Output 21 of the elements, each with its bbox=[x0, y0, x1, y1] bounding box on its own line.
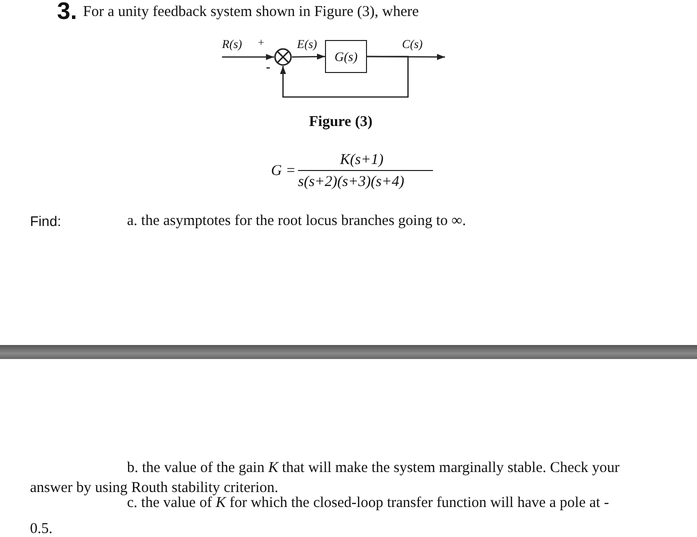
equation-denominator: s(s+2)(s+3)(s+4) bbox=[298, 173, 404, 191]
edge-label: E(s) bbox=[297, 37, 317, 51]
arrow bbox=[280, 56, 409, 98]
plus-sign: + bbox=[258, 37, 264, 49]
question-part: c. the value of K for which the closed-loop transfer function will have a pole at - 0.5. bbox=[30, 495, 610, 537]
find-label: Find: bbox=[30, 212, 62, 230]
summing-junction bbox=[274, 48, 292, 66]
edge-label: C(s) bbox=[402, 37, 423, 51]
figure-caption: Figure (3) bbox=[309, 113, 372, 131]
block-label: G(s) bbox=[334, 48, 358, 66]
edge-label: R(s) bbox=[222, 37, 242, 51]
equation-lhs: G = bbox=[271, 162, 296, 180]
minus-sign: - bbox=[266, 60, 270, 74]
question-part: b. the value of the gain K that will make the system marginally stable. Check your answer by using Routh stability criterion. bbox=[30, 459, 621, 496]
question-part: a. the asymptotes for the root locus branches going to ∞. bbox=[127, 212, 466, 230]
heading-number: 3. bbox=[57, 0, 78, 24]
equation-numerator: K(s+1) bbox=[340, 151, 384, 169]
arrow bbox=[222, 54, 274, 60]
block-box bbox=[325, 40, 367, 73]
question-text: For a unity feedback system shown in Figure (3), where bbox=[83, 3, 419, 21]
arrow bbox=[292, 54, 325, 60]
